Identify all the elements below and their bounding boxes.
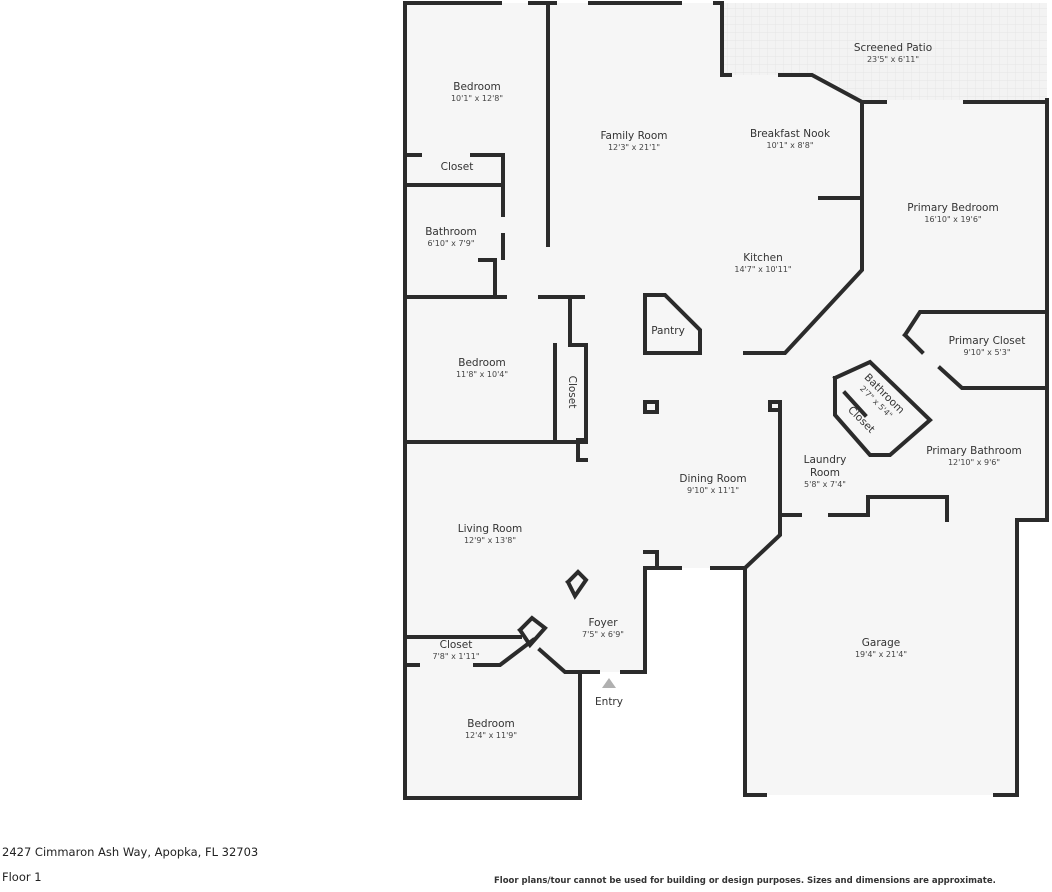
room-dimensions: 12'9" x 13'8" [464, 536, 516, 545]
wall-segment [643, 293, 702, 355]
room-name: Kitchen [743, 252, 782, 264]
room-name: Room [810, 467, 840, 479]
disclaimer: Floor plans/tour cannot be used for buil… [494, 876, 996, 886]
room-name: Bedroom [467, 718, 515, 730]
wall-segment [902, 332, 925, 355]
room-name: Laundry [804, 454, 847, 466]
entry-label: Entry [595, 696, 623, 708]
wall-segment [537, 647, 582, 674]
room-name: Primary Closet [949, 335, 1026, 347]
wall-segment [403, 183, 505, 217]
wall-segment [565, 569, 589, 600]
wall-segment [993, 98, 1049, 797]
wall-segment [710, 566, 767, 797]
screened-patio-floor [722, 3, 1047, 100]
floor-label: Floor 1 [2, 870, 42, 884]
room-dimensions: 12'4" x 11'9" [465, 731, 517, 740]
room-label: Closet [441, 161, 474, 173]
room-dimensions: 14'7" x 10'11" [734, 265, 791, 274]
wall-segment [713, 1, 732, 77]
room-name: Dining Room [679, 473, 746, 485]
house-floor [405, 3, 1047, 798]
room-dimensions: 7'5" x 6'9" [582, 630, 624, 639]
wall-segment [643, 400, 659, 414]
room-name: Closet [566, 376, 578, 409]
room-name: Bedroom [458, 357, 506, 369]
wall-segment [937, 365, 1049, 390]
room-dimensions: 10'1" x 8'8" [766, 141, 813, 150]
wall-segment [828, 495, 949, 522]
room-dimensions: 6'10" x 7'9" [427, 239, 474, 248]
room-name: Closet [441, 161, 474, 173]
room-dimensions: 16'10" x 19'6" [924, 215, 981, 224]
room-name: Family Room [600, 130, 667, 142]
wall-segment [743, 73, 864, 355]
room-name: Closet [440, 639, 473, 651]
wall-segment [470, 153, 505, 187]
room-name: Garage [862, 637, 900, 649]
wall-segment [742, 408, 782, 571]
room-name: Foyer [588, 617, 618, 629]
room-name: Primary Bathroom [926, 445, 1021, 457]
walls [403, 1, 1049, 800]
wall-segment [842, 390, 868, 418]
room-name: Breakfast Nook [750, 128, 831, 140]
room-dimensions: 23'5" x 6'11" [867, 55, 919, 64]
wall-segment [902, 310, 1049, 338]
wall-segment [643, 550, 659, 567]
entry-marker-icon [602, 678, 616, 688]
room-name: Pantry [651, 325, 685, 337]
room-label: Pantry [651, 325, 685, 337]
room-dimensions: 11'8" x 10'4" [456, 370, 508, 379]
room-dimensions: 9'10" x 11'1" [687, 486, 739, 495]
room-name: Bedroom [453, 81, 501, 93]
wall-segment [478, 258, 497, 297]
room-name: Bathroom [425, 226, 477, 238]
address: 2427 Cimmaron Ash Way, Apopka, FL 32703 [2, 845, 259, 859]
wall-segment [832, 359, 933, 457]
room-name: Living Room [458, 523, 522, 535]
wall-segment [473, 637, 536, 667]
room-dimensions: 12'10" x 9'6" [948, 458, 1000, 467]
room-name: Primary Bedroom [907, 202, 998, 214]
room-dimensions: 10'1" x 12'8" [451, 94, 503, 103]
room-dimensions: 9'10" x 5'3" [963, 348, 1010, 357]
wall-segment [403, 1, 582, 800]
room-dimensions: 19'4" x 21'4" [855, 650, 907, 659]
room-name: Screened Patio [854, 42, 932, 54]
room-dimensions: 7'8" x 1'11" [432, 652, 479, 661]
room-dimensions: 12'3" x 21'1" [608, 143, 660, 152]
wall-segment [620, 566, 682, 674]
room-label: Closet [566, 376, 578, 409]
room-dimensions: 5'8" x 7'4" [804, 480, 846, 489]
wall-segment [517, 615, 548, 649]
